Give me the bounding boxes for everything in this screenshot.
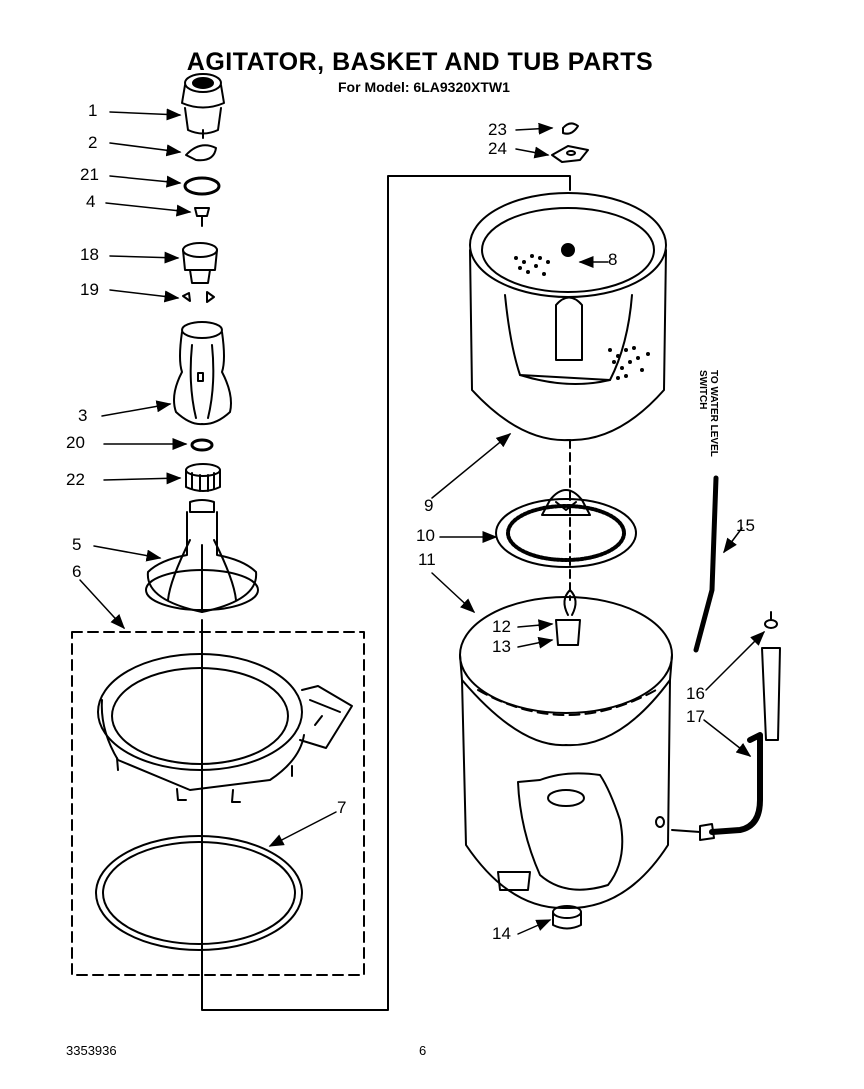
connector-line <box>201 175 571 1011</box>
part-21-ring <box>183 176 221 196</box>
part-11-tub <box>459 589 673 910</box>
callout-23: 23 <box>488 120 507 139</box>
part-18-housing <box>182 242 218 284</box>
water-switch-line1: TO WATER LEVEL <box>708 370 719 457</box>
callout-15: 15 <box>736 516 755 535</box>
model-subtitle: For Model: 6LA9320XTW1 <box>338 79 510 95</box>
part-16-17-hose <box>671 611 781 841</box>
part-20-ring <box>190 438 214 452</box>
part-14-foot <box>552 905 582 930</box>
part-24-cap <box>551 145 589 163</box>
leader-lines <box>79 108 766 935</box>
page-number: 6 <box>419 1043 427 1058</box>
part-19-dogs <box>182 291 215 303</box>
part-2-clip <box>185 144 217 162</box>
callout-22: 22 <box>66 470 85 489</box>
part-22-cam <box>185 463 221 492</box>
part-23-clip <box>562 122 579 135</box>
callout-1: 1 <box>88 101 98 120</box>
part-15-hose <box>693 475 719 653</box>
part-6-tub-ring <box>97 653 353 803</box>
callout-21: 21 <box>80 165 99 184</box>
callout-17: 17 <box>686 707 705 726</box>
page-title: AGITATOR, BASKET AND TUB PARTS <box>186 48 654 76</box>
callout-16: 16 <box>686 684 705 703</box>
callout-4: 4 <box>86 192 96 211</box>
part-10-hub <box>495 489 637 568</box>
callout-11: 11 <box>418 550 436 569</box>
part-4-bolt <box>194 207 210 227</box>
part-7-ring <box>95 835 303 951</box>
callout-19: 19 <box>80 280 99 299</box>
callout-8: 8 <box>608 250 618 269</box>
callout-10: 10 <box>416 526 435 545</box>
callout-7: 7 <box>337 798 347 817</box>
water-switch-label: TO WATER LEVEL SWITCH <box>697 370 719 490</box>
callout-14: 14 <box>492 924 511 943</box>
callout-3: 3 <box>78 406 88 425</box>
callout-18: 18 <box>80 245 99 264</box>
callout-2: 2 <box>88 133 98 152</box>
doc-number: 3353936 <box>66 1043 117 1058</box>
callout-24: 24 <box>488 139 507 158</box>
water-switch-line2: SWITCH <box>697 370 708 410</box>
part-1-cap <box>181 73 225 139</box>
callout-5: 5 <box>72 535 82 554</box>
callout-13: 13 <box>492 637 511 656</box>
callout-6: 6 <box>72 562 82 581</box>
dashed-box <box>71 631 365 976</box>
part-9-basket <box>469 192 667 442</box>
part-3-agitator <box>173 321 232 426</box>
callout-12: 12 <box>492 617 511 636</box>
callout-9: 9 <box>424 496 434 515</box>
part-5-auger-base <box>145 499 259 613</box>
callout-20: 20 <box>66 433 85 452</box>
